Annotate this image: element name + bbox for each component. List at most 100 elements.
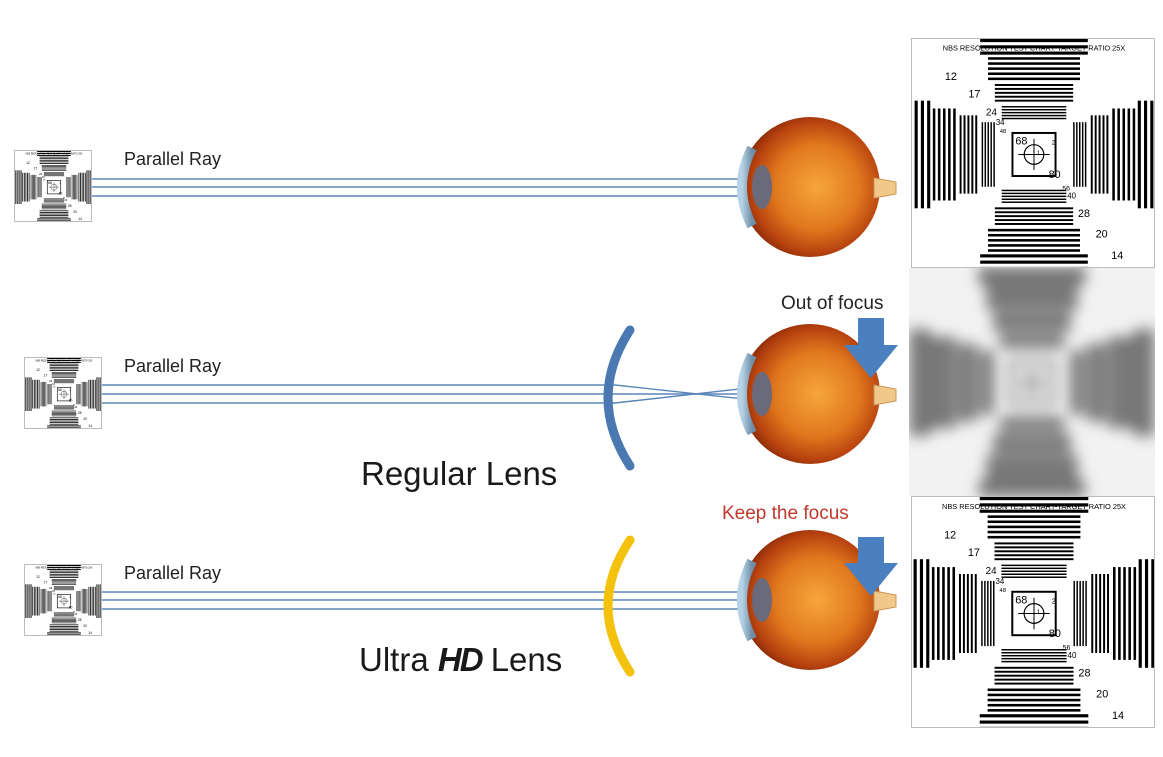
chart-bar <box>49 626 79 627</box>
chart-bar <box>49 420 79 422</box>
chart-number: 80 <box>59 192 63 196</box>
test-chart-thumb: NBS RESOLUTION TEST CHART-TARGET RATIO 2… <box>25 565 101 635</box>
chart-bar <box>51 372 77 373</box>
chart-number: 48 <box>53 593 55 595</box>
chart-bar <box>984 122 987 187</box>
chart-bar <box>41 167 67 169</box>
chart-number: 28 <box>1078 668 1090 680</box>
chart-bar <box>967 115 970 194</box>
chart-bar <box>41 208 67 210</box>
chart-bar <box>1144 559 1149 668</box>
chart-bar <box>1122 108 1126 201</box>
chart-bar <box>49 363 79 365</box>
chart-bar <box>990 580 992 647</box>
chart-bar <box>41 206 67 207</box>
chart-bar <box>1091 574 1094 653</box>
chart-bar <box>90 170 91 205</box>
chart-number: 56 <box>73 611 76 613</box>
chart-bar <box>986 466 1078 469</box>
chart-number: 1 <box>1037 150 1040 156</box>
chart-bar <box>15 170 16 205</box>
chart-number: 24 <box>49 379 53 383</box>
chart-bar <box>988 233 1080 237</box>
chart-bar <box>49 572 79 574</box>
chart-bar <box>1001 654 1067 657</box>
chart-bar <box>988 62 1080 65</box>
chart-bar <box>25 172 27 202</box>
chart-number: 24 <box>986 107 997 118</box>
chart-number: 2 <box>70 390 72 392</box>
chart-bar <box>1076 122 1078 187</box>
chart-bar <box>71 174 73 200</box>
chart-bar <box>49 624 79 626</box>
chart-bar <box>75 174 77 200</box>
chart-number: 14 <box>1112 710 1124 722</box>
chart-bar <box>1079 580 1081 647</box>
chart-bar <box>1079 350 1081 415</box>
chart-bar <box>1001 198 1067 200</box>
chart-bar <box>96 584 98 619</box>
chart-bar <box>1129 336 1133 429</box>
chart-bar <box>16 170 18 205</box>
chart-number: 40 <box>74 406 77 409</box>
chart-bar <box>34 174 36 200</box>
chart-number: 68 <box>1015 136 1027 148</box>
chart-bar <box>1141 329 1145 436</box>
chart-bar <box>1073 122 1075 187</box>
chart-bar <box>47 566 81 568</box>
chart-bar <box>88 170 90 205</box>
chart-bar <box>909 329 911 436</box>
chart-bar <box>988 228 1080 232</box>
chart-bar <box>994 542 1074 545</box>
chart-bar <box>931 336 935 429</box>
chart-center-box <box>1009 360 1055 405</box>
chart-number: 12 <box>944 529 956 541</box>
chart-number: 24 <box>39 172 43 176</box>
chart-bar <box>979 503 1089 507</box>
chart-bar <box>41 169 67 171</box>
chart-bar <box>994 223 1074 225</box>
chart-bar <box>51 413 77 414</box>
chart-title: NBS RESOLUTION TEST CHART-TARGET RATIO 2… <box>943 44 1126 53</box>
chart-bar <box>999 346 1065 348</box>
chart-bar <box>47 565 81 566</box>
chart-bar <box>980 51 1088 55</box>
chart-bar <box>987 525 1081 529</box>
chart-bar <box>51 415 77 417</box>
chart-bar <box>1001 201 1067 203</box>
chart-bar <box>1001 192 1067 195</box>
chart-center-box <box>56 594 72 609</box>
chart-bar <box>1114 336 1118 429</box>
chart-number: 56 <box>1063 645 1071 652</box>
chart-bar <box>1133 567 1137 660</box>
chart-bar <box>49 575 79 577</box>
chart-number: 2 <box>1052 599 1056 606</box>
chart-number: 34 <box>42 176 45 179</box>
chart-number: 17 <box>43 373 47 377</box>
chart-bar <box>1085 580 1087 647</box>
chart-bar <box>47 361 81 363</box>
chart-bar <box>35 379 37 409</box>
chart-bar <box>985 350 988 415</box>
chart-bar <box>981 122 984 187</box>
chart-bar <box>993 438 1071 441</box>
chart-bar <box>49 417 79 419</box>
chart-bar <box>978 274 1086 278</box>
chart-bar <box>84 381 85 407</box>
eye-1 <box>737 117 897 257</box>
chart-bar <box>987 580 989 647</box>
eye-2 <box>737 324 897 464</box>
chart-bar <box>86 588 88 614</box>
chart-bar <box>994 670 1074 673</box>
chart-bar <box>937 567 940 660</box>
chart-bar <box>1090 115 1093 194</box>
chart-number: 56 <box>63 197 66 199</box>
chart-bar <box>39 156 69 158</box>
chart-number: 56 <box>1062 186 1070 193</box>
ray-label-2: Parallel Ray <box>124 356 222 376</box>
chart-center-box <box>56 387 72 402</box>
chart-bar <box>51 583 77 585</box>
chart-bar <box>1103 574 1106 653</box>
chart-bar <box>51 582 77 584</box>
